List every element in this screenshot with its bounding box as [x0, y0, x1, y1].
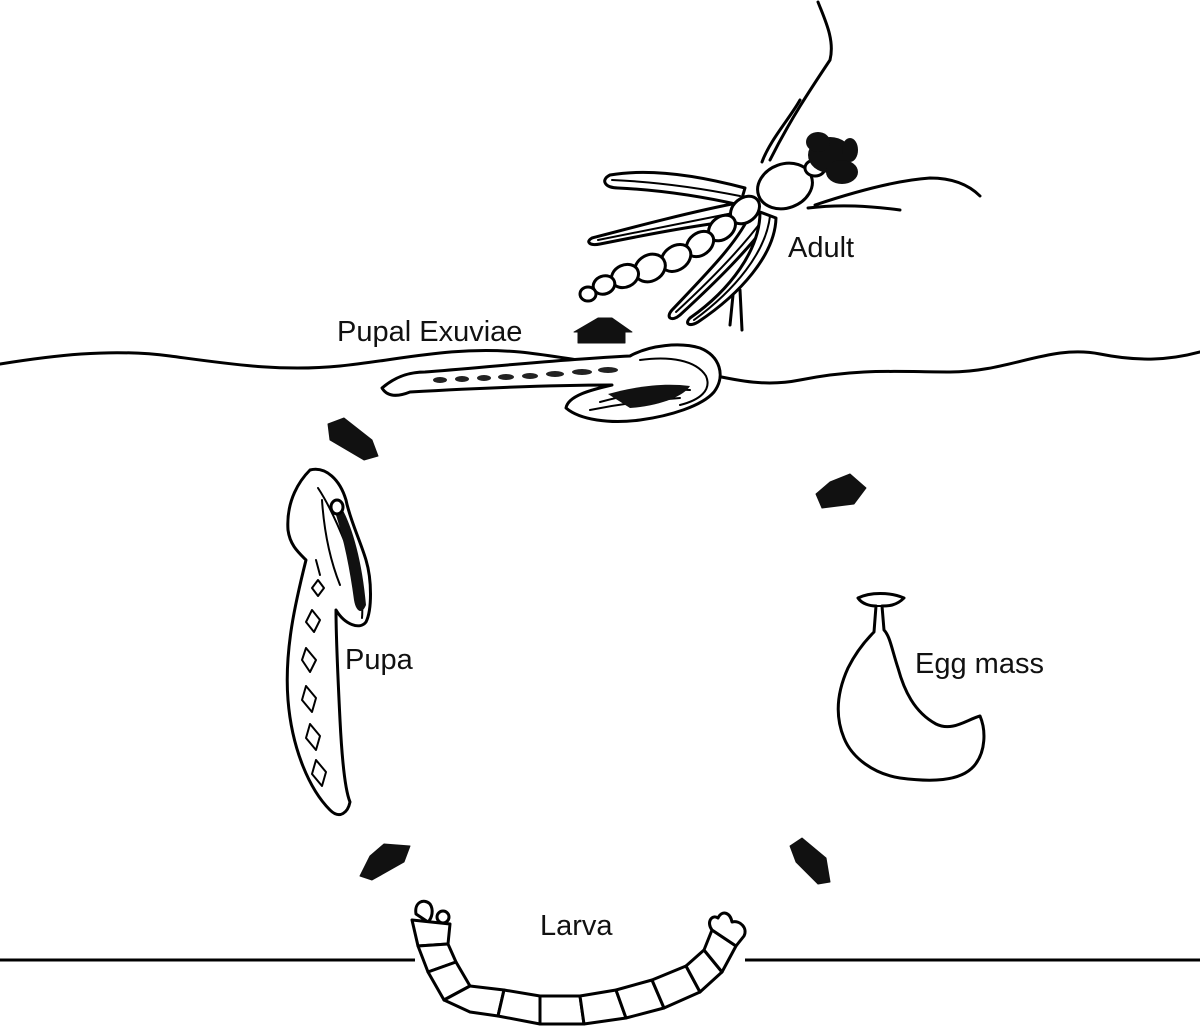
adult-label: Adult [788, 232, 855, 264]
adult-midge-icon [578, 0, 982, 332]
pupa-label: Pupa [345, 644, 413, 676]
pupal-exuviae-icon [380, 343, 722, 423]
cycle-arrow-icon [327, 417, 379, 461]
egg-mass-icon [836, 592, 986, 782]
pupa-icon [285, 467, 372, 816]
cycle-arrow-icon [359, 843, 411, 881]
cycle-arrow-icon [573, 317, 633, 344]
pupal-exuviae-label: Pupal Exuviae [337, 316, 523, 348]
cycle-arrow-icon [789, 837, 831, 885]
cycle-arrow-icon [815, 473, 867, 509]
egg-mass-label: Egg mass [915, 648, 1044, 680]
larva-label: Larva [540, 910, 613, 942]
larva-icon [410, 899, 747, 1026]
